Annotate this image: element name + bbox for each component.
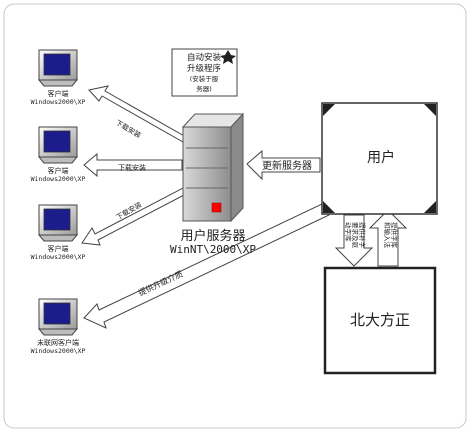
arrow-label-update-server: 更新服务器 — [262, 159, 312, 172]
arrow-down-line3: 动字库 — [344, 222, 353, 242]
client-os-label: Windows2000\XP — [31, 347, 86, 355]
note-line3: (安装于服 — [190, 74, 219, 83]
server-icon — [181, 112, 245, 223]
note-line1: 自动安装 — [187, 52, 222, 63]
arrow-up-line1: 提供字库 — [390, 222, 399, 249]
server-os-label: WinNT\2000\XP — [170, 243, 256, 256]
arrow-up-line2: 和输入法 — [383, 222, 392, 249]
arrow-down-line1: 提供补字 — [358, 222, 367, 249]
computer-icon — [37, 204, 79, 242]
client-os-label: Windows2000\XP — [31, 175, 86, 183]
computer-icon — [37, 298, 79, 336]
user-box: 用户 — [321, 102, 438, 215]
note-line2: 升级程序 — [187, 63, 222, 74]
computer-icon — [37, 126, 79, 164]
user-label: 用户 — [367, 149, 395, 166]
client-label: 客户端 — [48, 244, 69, 253]
client-os-label: Windows2000\XP — [31, 98, 86, 106]
arrow-up-from-founder: 提供字库 和输入法 — [368, 209, 408, 267]
client-label: 未联网客户端 — [37, 338, 79, 347]
founder-label: 北大方正 — [350, 311, 410, 329]
client-label: 客户端 — [48, 166, 69, 175]
arrow-update-server: 更新服务器 — [246, 149, 321, 181]
client-label: 客户端 — [48, 89, 69, 98]
star-icon — [220, 50, 236, 64]
arrow-down-line2: 要求及驱 — [351, 222, 360, 249]
computer-icon — [37, 49, 79, 87]
arrow-down-to-founder: 提供补字 要求及驱 动字库 — [334, 214, 374, 267]
founder-box: 北大方正 — [323, 266, 437, 375]
client-os-label: Windows2000\XP — [31, 253, 86, 261]
server-label: 用户服务器 — [180, 228, 245, 244]
arrow-download-client-2: 下载安装 — [83, 152, 183, 178]
installer-note: 自动安装 升级程序 (安装于服 务器) — [171, 48, 238, 97]
clients-layer: 客户端Windows2000\XP客户端Windows2000\XP客户端Win… — [31, 49, 86, 355]
server-power-light — [211, 202, 222, 213]
note-line4: 务器) — [196, 84, 212, 93]
arrow-label-download-2: 下载安装 — [118, 163, 146, 172]
